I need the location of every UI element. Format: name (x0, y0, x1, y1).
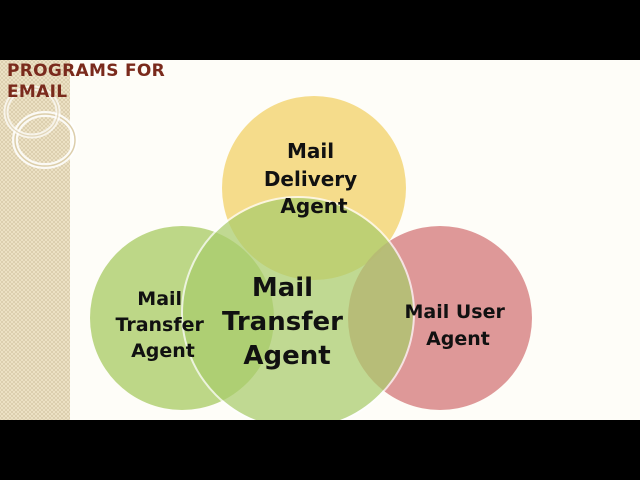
label-top-line-2: Delivery (264, 167, 357, 191)
label-top-line-1: Mail (287, 139, 334, 163)
label-left-line-3: Agent (131, 340, 195, 362)
label-center: Mail Transfer Agent (222, 273, 352, 371)
label-left-line-1: Mail (137, 288, 182, 310)
label-left: Mail Transfer Agent (115, 288, 210, 362)
label-center-line-3: Agent (243, 341, 330, 371)
label-center-line-2: Transfer (222, 307, 343, 337)
label-left-line-2: Transfer (115, 314, 204, 336)
label-top: Mail Delivery Agent (264, 139, 364, 218)
venn-diagram: Mail Delivery Agent Mail Transfer Agent … (90, 96, 532, 420)
letterbox-top (0, 0, 640, 60)
label-top-line-3: Agent (280, 194, 348, 218)
label-center-line-1: Mail (252, 273, 313, 303)
slide-title: PROGRAMS FOR EMAIL (7, 61, 166, 102)
label-right-line-2: Agent (426, 328, 490, 350)
label-right: Mail User Agent (405, 301, 512, 350)
decorative-rings (3, 85, 78, 169)
letterbox-bottom (0, 420, 640, 480)
label-right-line-1: Mail User (405, 301, 506, 323)
circle-center (181, 196, 415, 420)
slide: PROGRAMS FOR EMAIL Mail Delivery Agent M… (0, 60, 640, 420)
